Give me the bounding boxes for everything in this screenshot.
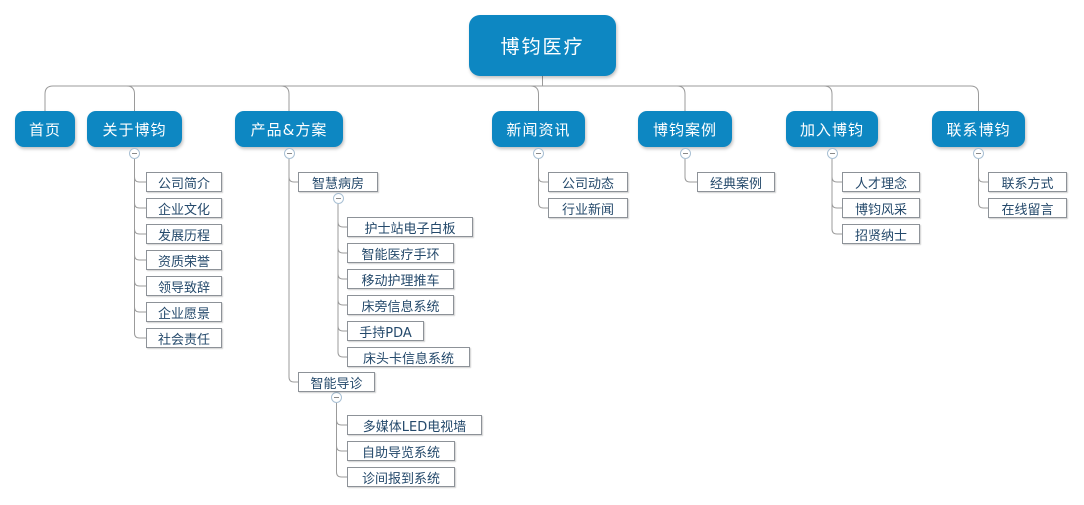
node-development-history[interactable]: 发展历程 [146, 224, 222, 244]
node-label: 联系博钧 [946, 120, 1011, 139]
node-bojun-style[interactable]: 博钧风采 [842, 198, 920, 218]
node-cases[interactable]: 博钧案例 [638, 111, 732, 147]
node-recruitment[interactable]: 招贤纳士 [842, 224, 920, 244]
node-leader-speech[interactable]: 领导致辞 [146, 276, 222, 296]
node-home[interactable]: 首页 [15, 111, 75, 147]
node-label: 首页 [28, 120, 61, 139]
node-smart-guidance[interactable]: 智能导诊 [298, 372, 375, 392]
node-smart-medical-wristband[interactable]: 智能医疗手环 [347, 243, 454, 263]
node-label: 智能医疗手环 [361, 247, 440, 263]
minus-circle-icon-cases[interactable] [680, 148, 691, 159]
minus-circle-icon-contact[interactable] [973, 148, 984, 159]
node-company-news[interactable]: 公司动态 [548, 172, 628, 192]
node-label: 床头卡信息系统 [362, 351, 454, 367]
node-contact-info[interactable]: 联系方式 [988, 172, 1067, 192]
node-talent-philosophy[interactable]: 人才理念 [842, 172, 920, 192]
node-label: 智慧病房 [311, 176, 364, 192]
node-label: 博钧风采 [854, 202, 907, 218]
node-nurse-station-whiteboard[interactable]: 护士站电子白板 [347, 217, 473, 237]
node-label: 资质荣誉 [157, 254, 210, 270]
minus-circle-icon-products[interactable] [284, 148, 295, 159]
node-label: 公司简介 [157, 176, 210, 192]
node-label: 移动护理推车 [361, 273, 440, 289]
node-label: 发展历程 [157, 228, 210, 244]
node-label: 多媒体LED电视墙 [362, 419, 467, 435]
node-self-service-guide-system[interactable]: 自助导览系统 [347, 441, 455, 461]
node-label: 企业文化 [157, 202, 210, 218]
node-label: 联系方式 [1001, 176, 1054, 192]
node-label: 行业新闻 [561, 202, 614, 218]
node-label: 智能导诊 [310, 376, 363, 392]
node-social-responsibility[interactable]: 社会责任 [146, 328, 222, 348]
node-label: 护士站电子白板 [364, 221, 456, 237]
node-join[interactable]: 加入博钧 [786, 111, 878, 147]
node-about[interactable]: 关于博钧 [87, 111, 182, 147]
node-mobile-nursing-cart[interactable]: 移动护理推车 [347, 269, 454, 289]
node-corporate-culture[interactable]: 企业文化 [146, 198, 222, 218]
node-label: 经典案例 [709, 176, 762, 192]
node-label: 人才理念 [854, 176, 907, 192]
minus-circle-icon-join[interactable] [827, 148, 838, 159]
node-handheld-pda[interactable]: 手持PDA [347, 321, 424, 341]
minus-circle-icon-about[interactable] [129, 148, 140, 159]
node-multimedia-led-wall[interactable]: 多媒体LED电视墙 [347, 415, 482, 435]
node-label: 手持PDA [359, 325, 412, 341]
node-root-bojun-medical[interactable]: 博钧医疗 [469, 15, 616, 76]
node-label: 企业愿景 [157, 306, 210, 322]
node-label: 床旁信息系统 [361, 299, 440, 315]
node-label: 在线留言 [1001, 202, 1054, 218]
node-label: 公司动态 [561, 176, 614, 192]
node-smart-ward[interactable]: 智慧病房 [298, 172, 378, 192]
minus-circle-icon-news[interactable] [533, 148, 544, 159]
node-label: 自助导览系统 [361, 445, 440, 461]
node-label: 产品&方案 [250, 120, 328, 139]
node-qualifications-honors[interactable]: 资质荣誉 [146, 250, 222, 270]
node-bedside-info-system[interactable]: 床旁信息系统 [347, 295, 454, 315]
minus-circle-icon-smart-ward[interactable] [333, 193, 344, 204]
node-company-profile[interactable]: 公司简介 [146, 172, 222, 192]
node-industry-news[interactable]: 行业新闻 [548, 198, 628, 218]
node-label: 诊间报到系统 [361, 471, 440, 487]
node-online-message[interactable]: 在线留言 [988, 198, 1067, 218]
node-label: 博钧医疗 [500, 36, 585, 58]
node-contact[interactable]: 联系博钧 [932, 111, 1025, 147]
node-label: 社会责任 [157, 332, 210, 348]
node-label: 领导致辞 [157, 280, 210, 296]
node-products[interactable]: 产品&方案 [235, 111, 343, 147]
node-label: 招贤纳士 [854, 228, 907, 244]
node-corporate-vision[interactable]: 企业愿景 [146, 302, 222, 322]
node-news[interactable]: 新闻资讯 [492, 111, 585, 147]
node-label: 关于博钧 [102, 120, 167, 139]
node-classic-cases[interactable]: 经典案例 [697, 172, 775, 192]
node-label: 博钧案例 [652, 120, 717, 139]
minus-circle-icon-smart-guidance[interactable] [331, 392, 342, 403]
node-label: 新闻资讯 [506, 120, 571, 139]
node-label: 加入博钧 [799, 120, 864, 139]
node-bedhead-card-system[interactable]: 床头卡信息系统 [347, 347, 470, 367]
node-clinic-checkin-system[interactable]: 诊间报到系统 [347, 467, 455, 487]
